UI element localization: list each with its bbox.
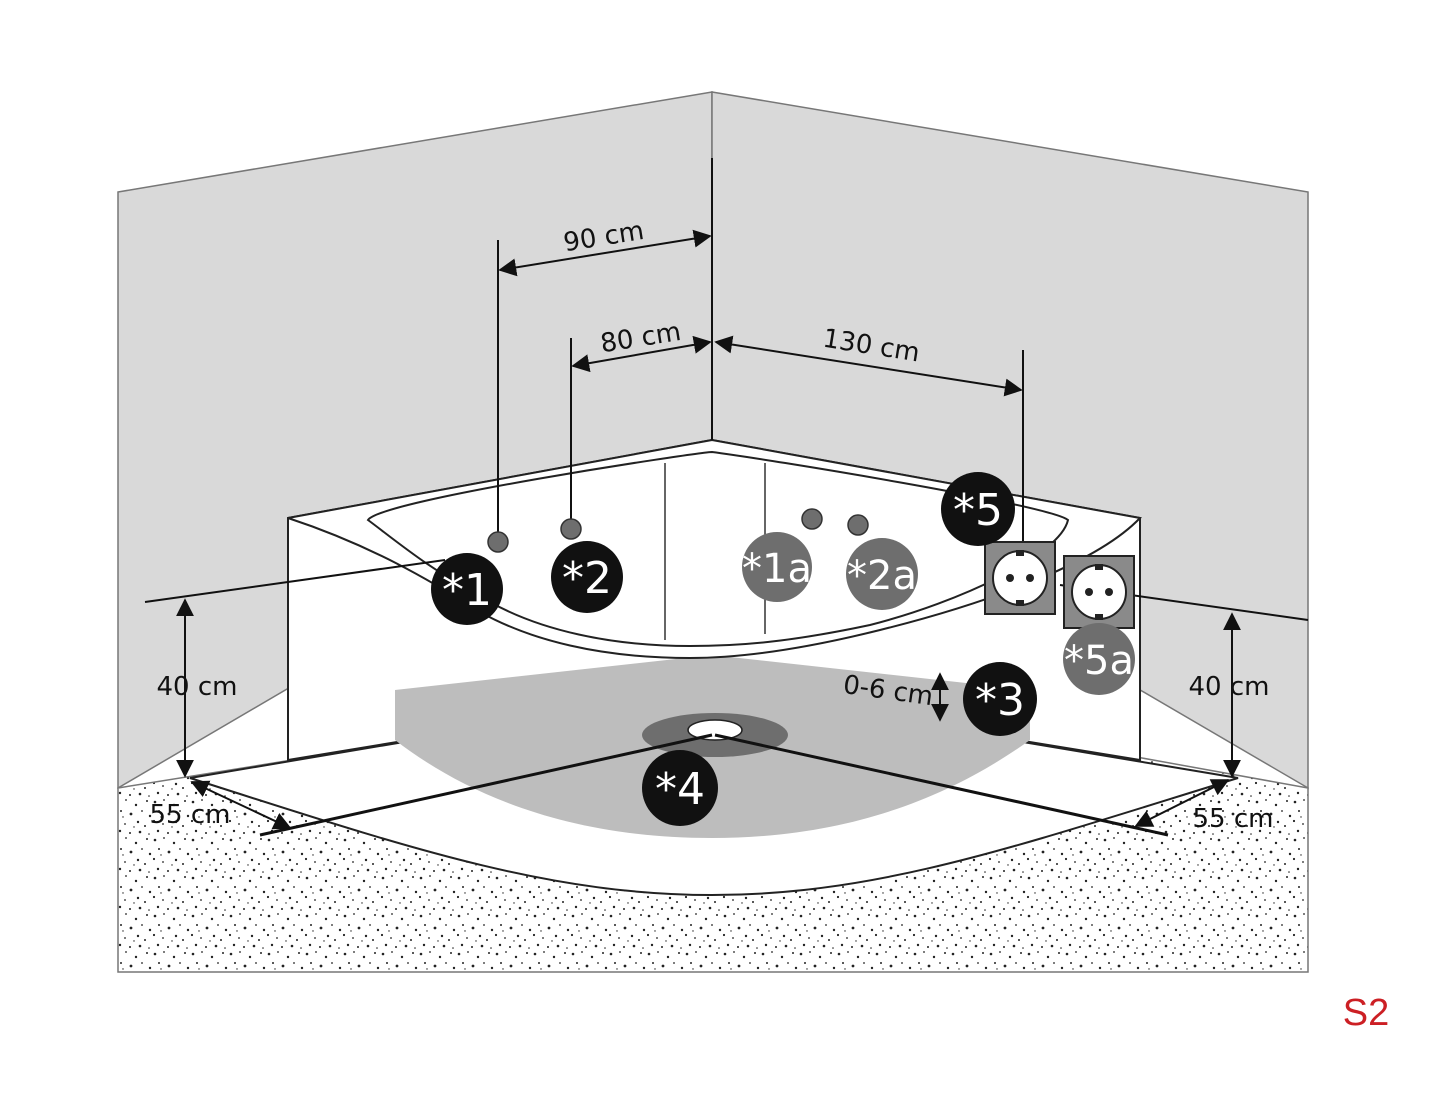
dimension-arrow-80 [571,335,712,373]
marker-4: *4 [642,750,718,826]
marker-3: *3 [963,662,1037,736]
connection-point-2 [560,518,582,540]
connection-point-2a [847,514,869,536]
marker-5a: *5a [1063,623,1135,695]
label-55cm-left: 55 cm [150,800,231,830]
svg-text:*2a: *2a [847,553,917,599]
marker-2a: *2a [846,538,918,610]
dimension-arrow-90 [498,229,712,277]
power-socket-icon [1063,555,1135,629]
dimension-arrow-130 [714,335,1023,397]
svg-text:*3: *3 [975,675,1025,726]
dimension-arrow-55-left [190,780,292,830]
svg-text:*5a: *5a [1064,638,1134,684]
svg-text:*2: *2 [562,553,612,604]
drain-hole [687,719,743,741]
dimension-arrow-55-right [1134,779,1230,827]
marker-1a: *1a [742,532,812,602]
label-40cm-left: 40 cm [157,672,238,702]
tray-diagonal-right [714,733,1169,837]
tray-diagonal-left [259,733,713,837]
connection-point-1a [801,508,823,530]
power-socket-icon [984,541,1056,615]
marker-5: *5 [941,472,1015,546]
svg-text:*1: *1 [442,565,492,616]
wall-level-line-left [144,559,446,603]
marker-1: *1 [431,553,503,625]
svg-text:*4: *4 [655,764,705,815]
connection-point-1 [487,531,509,553]
label-40cm-right: 40 cm [1189,672,1270,702]
marker-2: *2 [551,541,623,613]
label-55cm-right: 55 cm [1193,804,1274,834]
svg-text:*1a: *1a [742,546,812,592]
figure-tag: S2 [1343,992,1389,1034]
svg-text:*5: *5 [953,485,1003,536]
